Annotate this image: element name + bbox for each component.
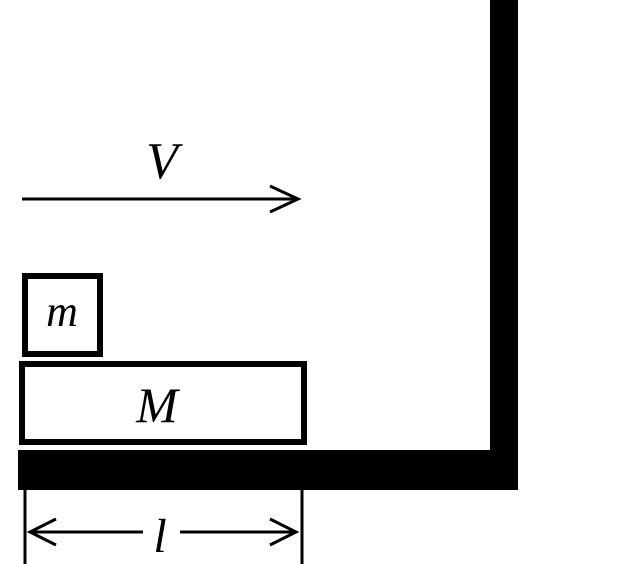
length-label: l [153,510,166,563]
length-dimension [23,490,304,564]
dimension-arrow-left-head [26,517,57,547]
floor [18,450,518,490]
large-block-label: M [135,377,180,433]
small-block-label: m [46,287,78,336]
wall [490,0,518,490]
large-block [19,361,307,445]
velocity-label: V [146,133,183,190]
dimension-arrow-right-head [269,517,300,547]
small-block [22,273,103,357]
velocity-arrow [22,184,302,214]
